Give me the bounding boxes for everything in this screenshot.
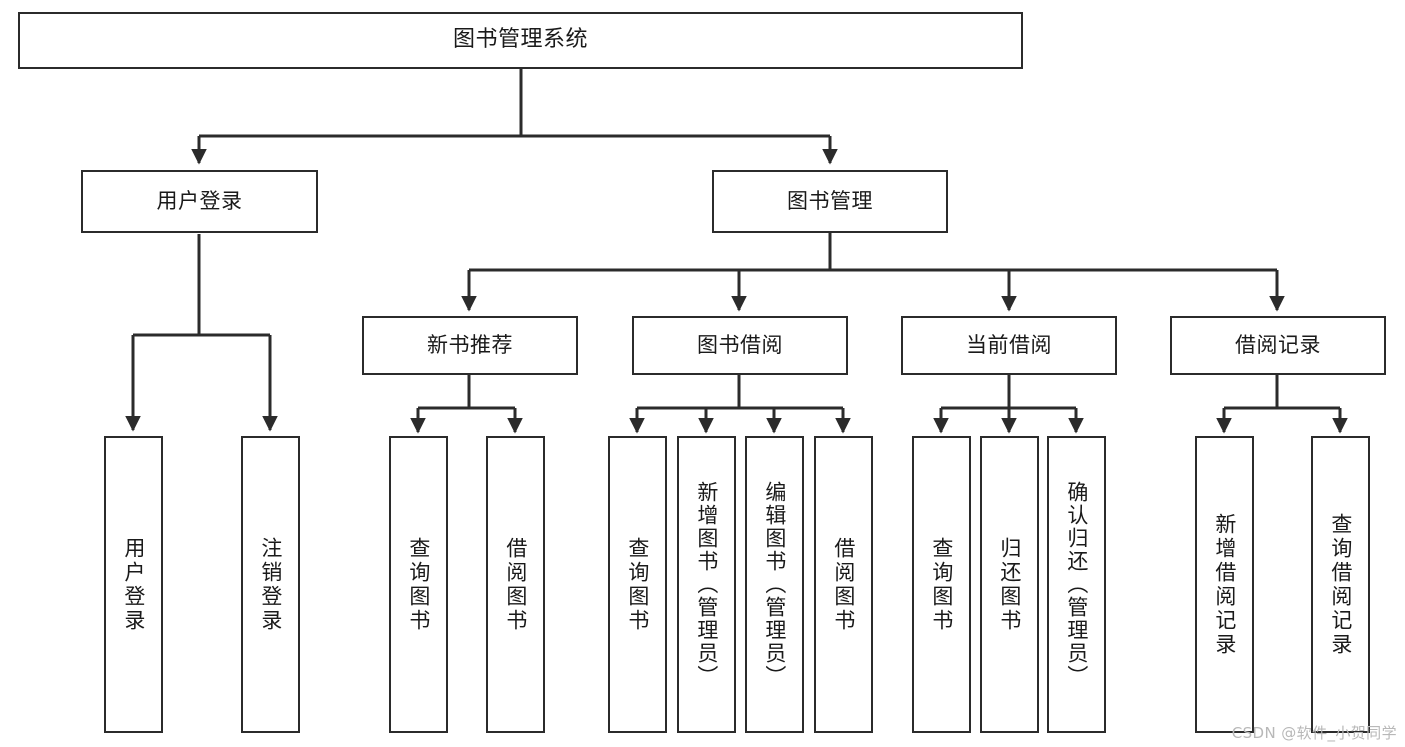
- node-leaf-rec-borrow-book-label: 借阅图书: [503, 536, 528, 633]
- node-book-borrow-label: 图书借阅: [697, 332, 783, 357]
- node-leaf-query-record-label: 查询借阅记录: [1328, 512, 1353, 657]
- node-leaf-add-record[interactable]: 新增借阅记录: [1195, 436, 1254, 733]
- node-leaf-cur-query-book-label: 查询图书: [929, 536, 954, 633]
- node-leaf-edit-book-admin-label: 编辑图书（管理员）: [762, 481, 787, 688]
- node-new-book-rec-label: 新书推荐: [427, 332, 513, 357]
- node-leaf-add-book-admin-label: 新增图书（管理员）: [694, 481, 719, 688]
- node-leaf-add-book-admin[interactable]: 新增图书（管理员）: [677, 436, 736, 733]
- node-leaf-borrow-query-book[interactable]: 查询图书: [608, 436, 667, 733]
- node-leaf-logout-label: 注销登录: [258, 536, 283, 633]
- node-leaf-add-record-label: 新增借阅记录: [1212, 512, 1237, 657]
- node-current-borrow[interactable]: 当前借阅: [901, 316, 1117, 375]
- node-leaf-logout[interactable]: 注销登录: [241, 436, 300, 733]
- node-user-login[interactable]: 用户登录: [81, 170, 318, 233]
- node-leaf-rec-query-book-label: 查询图书: [406, 536, 431, 633]
- node-leaf-confirm-return-admin[interactable]: 确认归还（管理员）: [1047, 436, 1106, 733]
- node-leaf-query-record[interactable]: 查询借阅记录: [1311, 436, 1370, 733]
- node-root-label: 图书管理系统: [452, 27, 588, 53]
- node-leaf-cur-query-book[interactable]: 查询图书: [912, 436, 971, 733]
- watermark: CSDN @软件_小贺同学: [1231, 724, 1397, 742]
- node-leaf-return-book[interactable]: 归还图书: [980, 436, 1039, 733]
- node-leaf-borrow-book[interactable]: 借阅图书: [814, 436, 873, 733]
- node-leaf-edit-book-admin[interactable]: 编辑图书（管理员）: [745, 436, 804, 733]
- node-leaf-return-book-label: 归还图书: [997, 536, 1022, 633]
- node-leaf-rec-query-book[interactable]: 查询图书: [389, 436, 448, 733]
- node-book-manage-label: 图书管理: [787, 188, 873, 213]
- node-user-login-label: 用户登录: [156, 188, 243, 213]
- node-leaf-borrow-book-label: 借阅图书: [831, 536, 856, 633]
- node-book-manage[interactable]: 图书管理: [712, 170, 948, 233]
- node-new-book-rec[interactable]: 新书推荐: [362, 316, 578, 375]
- node-book-borrow[interactable]: 图书借阅: [632, 316, 848, 375]
- node-current-borrow-label: 当前借阅: [966, 332, 1052, 357]
- node-borrow-record-label: 借阅记录: [1235, 332, 1321, 357]
- node-leaf-confirm-return-admin-label: 确认归还（管理员）: [1064, 481, 1089, 688]
- node-root[interactable]: 图书管理系统: [18, 12, 1023, 69]
- node-leaf-borrow-query-book-label: 查询图书: [625, 536, 650, 633]
- node-leaf-user-login[interactable]: 用户登录: [104, 436, 163, 733]
- node-leaf-user-login-label: 用户登录: [121, 536, 146, 633]
- node-borrow-record[interactable]: 借阅记录: [1170, 316, 1386, 375]
- node-leaf-rec-borrow-book[interactable]: 借阅图书: [486, 436, 545, 733]
